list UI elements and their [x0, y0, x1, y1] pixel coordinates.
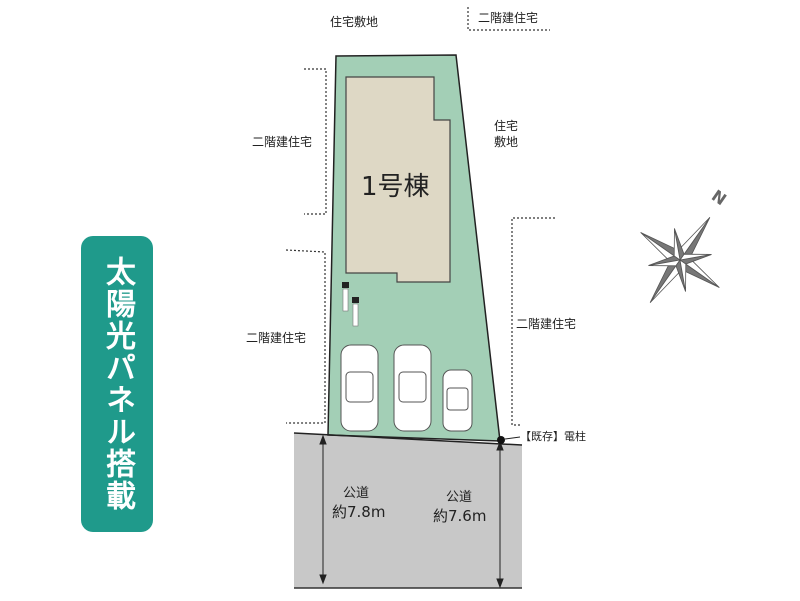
road-width: 約7.6m: [433, 507, 487, 525]
road-width: 約7.8m: [332, 503, 386, 521]
neighbor-label: 二階建住宅: [516, 317, 577, 331]
dimension-arrow: [319, 434, 504, 589]
compass-icon: [640, 217, 720, 303]
road-name: 公道: [446, 490, 473, 505]
building-1: [345, 76, 451, 283]
bicycle-icon: [342, 282, 359, 327]
parking-car: [340, 344, 473, 432]
neighbor-label: 住宅敷地: [330, 15, 379, 29]
neighbor-label: 二階建住宅: [246, 331, 307, 345]
neighbor-label: 二階建住宅: [252, 135, 313, 149]
building-label: 1号棟: [361, 172, 430, 202]
utility-pole-icon: [497, 436, 505, 444]
solar-panel-badge: 太陽光パネル搭載: [81, 236, 153, 532]
pole-label: 【既存】電柱: [520, 430, 586, 443]
neighbor-outline: [285, 7, 555, 426]
road-name: 公道: [343, 486, 370, 501]
neighbor-label: 敷地: [494, 135, 519, 149]
neighbor-label: 住宅: [494, 119, 519, 133]
road: [294, 433, 522, 588]
neighbor-label: 二階建住宅: [478, 11, 539, 25]
